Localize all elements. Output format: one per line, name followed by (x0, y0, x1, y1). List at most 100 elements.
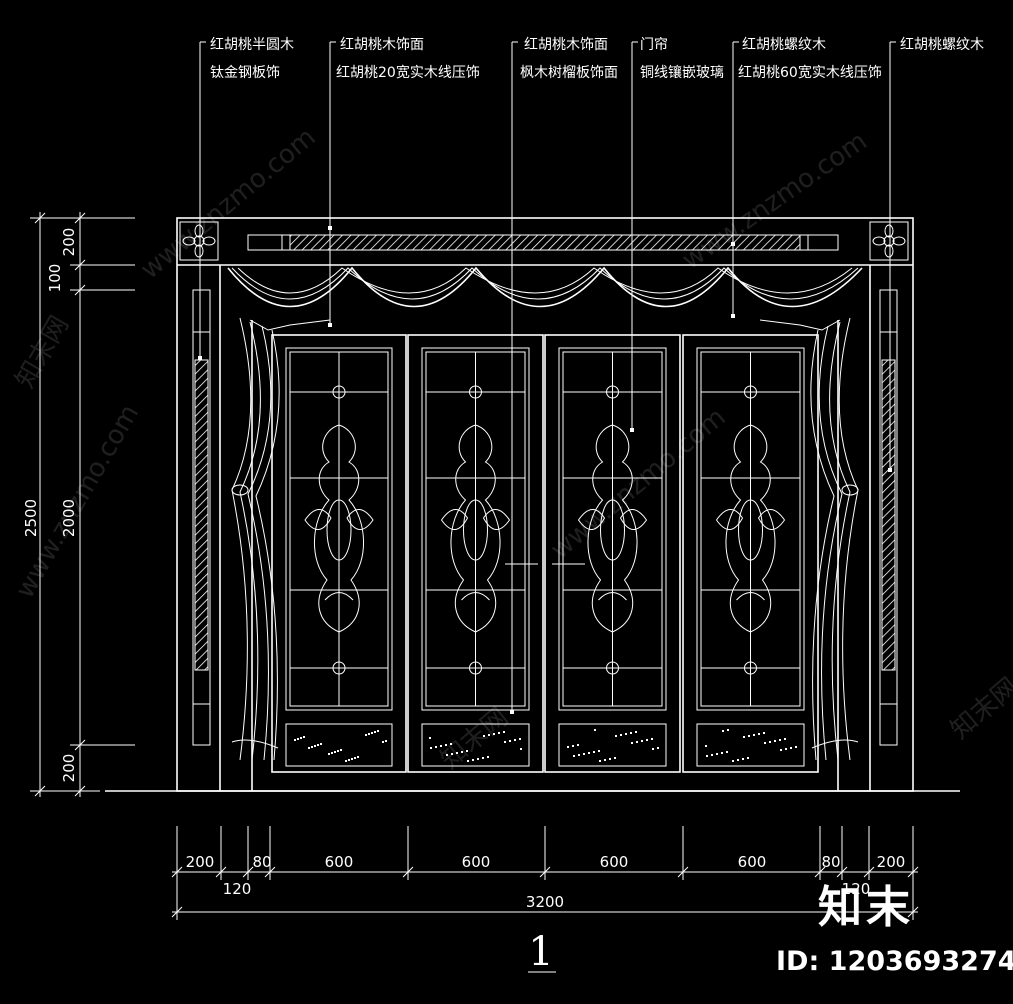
door-motif-center-1 (326, 499, 352, 561)
door-leaf-4 (682, 334, 819, 773)
door-burl-speck-2-19 (451, 753, 453, 755)
dim-width-120-left: 120 (223, 880, 252, 898)
door-burl-speck-4-22 (764, 742, 766, 744)
door-motif-right-petal-1 (346, 509, 374, 530)
door-burl-speck-2-20 (488, 734, 490, 736)
door-burl-speck-3-6 (593, 751, 595, 753)
door-burl-speck-3-1 (598, 750, 600, 752)
door-burl-speck-2-22 (467, 760, 469, 762)
door-burl-speck-1-1 (303, 736, 305, 738)
label-maple-burl-veneer: 枫木树榴板饰面 (520, 65, 618, 81)
door-burl-speck-1-13 (371, 732, 373, 734)
door-burl-speck-2-25 (483, 735, 485, 737)
door-burl-speck-4-15 (790, 747, 792, 749)
door-boss-bottom-1 (332, 661, 346, 675)
door-burl-speck-4-23 (706, 755, 708, 757)
door-burl-speck-2-18 (509, 740, 511, 742)
door-burl-speck-1-2 (340, 749, 342, 751)
door-burl-speck-4-17 (769, 741, 771, 743)
vertical-dimensions: 2500 200 100 2000 200 (22, 212, 135, 797)
door-motif-base-3 (598, 592, 627, 601)
door-burl-speck-1-22 (328, 753, 330, 755)
door-burl-speck-1-15 (351, 758, 353, 760)
door-burl-speck-3-5 (651, 738, 653, 740)
door-burl-panel-1 (285, 723, 393, 767)
watermark-url-4: www.znzmo.com (677, 126, 873, 276)
door-motif-base-4 (736, 592, 765, 601)
door-burl-speck-3-19 (599, 760, 601, 762)
dim-width-80-left: 80 (252, 853, 271, 871)
watermark-cn-2: 知末网 (435, 702, 514, 775)
door-burl-speck-2-10 (498, 732, 500, 734)
door-motif-center-2 (463, 499, 488, 561)
door-burl-speck-1-16 (294, 739, 296, 741)
watermark-cn-3: 知末网 (945, 672, 1013, 745)
rosette-left (179, 221, 219, 261)
door-burl-speck-4-5 (705, 745, 707, 747)
door-burl-speck-3-17 (620, 734, 622, 736)
dim-width-200-left: 200 (186, 853, 215, 871)
door-leaf-3 (544, 334, 681, 773)
dim-width-600-1: 600 (325, 853, 354, 871)
door-burl-speck-4-8 (721, 752, 723, 754)
door-burl-speck-2-17 (472, 759, 474, 761)
door-motif-right-petal-3 (619, 509, 648, 530)
door-burl-speck-1-24 (308, 747, 310, 749)
dim-width-80-right: 80 (821, 853, 840, 871)
door-burl-speck-2-5 (503, 731, 505, 733)
door-boss-bottom-2 (469, 661, 482, 675)
door-burl-speck-4-2 (784, 738, 786, 740)
door-leaves (271, 334, 819, 773)
image-id-label: ID: 1203693274 (776, 946, 1013, 977)
side-curtains (231, 317, 859, 761)
dim-width-total: 3200 (526, 893, 564, 911)
door-burl-speck-4-24 (743, 736, 745, 738)
door-burl-speck-2-23 (504, 741, 506, 743)
door-burl-speck-1-21 (385, 740, 387, 742)
door-motif-left-petal-1 (304, 509, 332, 530)
door-burl-speck-3-25 (631, 742, 633, 744)
door-burl-speck-1-11 (297, 738, 299, 740)
door-burl-speck-1-12 (334, 751, 336, 753)
door-burl-speck-1-10 (354, 757, 356, 759)
door-burl-speck-3-11 (588, 752, 590, 754)
door-burl-speck-3-12 (625, 733, 627, 735)
dim-width-200-right: 200 (877, 853, 906, 871)
sheet-number: 1 (528, 929, 553, 975)
door-burl-speck-4-21 (727, 729, 729, 731)
door-burl-speck-3-18 (657, 747, 659, 749)
door-burl-speck-4-13 (716, 753, 718, 755)
label-walnut-veneer-2: 红胡桃木饰面 (524, 37, 608, 53)
door-burl-panel-3 (558, 723, 667, 767)
door-burl-speck-1-9 (317, 744, 319, 746)
dim-width-120-right: 120 (842, 880, 871, 898)
dim-width-600-2: 600 (462, 853, 491, 871)
label-walnut-20-trim: 红胡桃20宽实木线压饰 (336, 64, 480, 81)
door-burl-speck-1-8 (374, 731, 376, 733)
door-burl-speck-2-2 (487, 756, 489, 758)
door-burl-speck-3-8 (572, 745, 574, 747)
door-burl-speck-3-9 (609, 758, 611, 760)
door-glass-frame-4 (696, 347, 805, 711)
watermark-url-3: www.znzmo.com (545, 402, 731, 565)
door-motif-center-4 (738, 499, 763, 561)
door-burl-speck-2-4 (466, 750, 468, 752)
door-burl-speck-4-11 (737, 759, 739, 761)
brand-logo-text: 知末 (818, 882, 914, 933)
door-motif-right-petal-4 (757, 509, 786, 530)
door-burl-panel-4 (696, 723, 805, 767)
door-floral-motif-1 (314, 424, 364, 633)
curtain-valance (227, 266, 863, 331)
horizontal-dimensions: 200 120 80 600 600 600 600 80 120 200 32… (171, 826, 919, 920)
door-burl-speck-1-20 (348, 759, 350, 761)
label-walnut-veneer-1: 红胡桃木饰面 (340, 37, 424, 53)
door-burl-speck-3-14 (604, 759, 606, 761)
door-burl-speck-1-19 (311, 746, 313, 748)
door-burl-speck-1-23 (365, 734, 367, 736)
watermark-cn-1: 知末网 (10, 311, 75, 394)
door-floral-motif-3 (587, 424, 638, 633)
door-burl-speck-1-6 (300, 737, 302, 739)
door-burl-panel-2 (421, 723, 530, 767)
door-burl-speck-2-13 (514, 739, 516, 741)
